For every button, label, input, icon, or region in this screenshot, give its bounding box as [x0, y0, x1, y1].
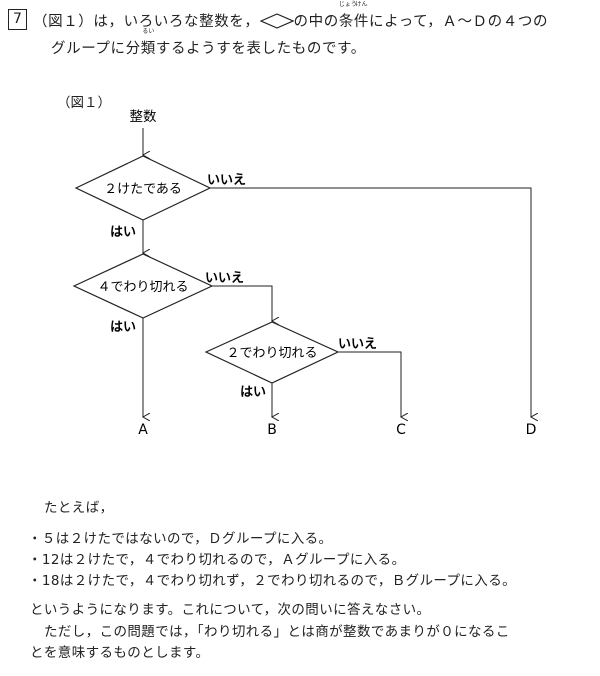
- decision-text-1: ２けたである: [104, 182, 182, 197]
- no-label-2: いいえ: [205, 271, 244, 286]
- diamond-shape-icon: [259, 13, 294, 29]
- intro-part-2: の中の: [293, 14, 339, 30]
- intro-line-2: グループに分るい類するようすを表したものです。: [33, 28, 593, 63]
- figure-label: （図１）: [57, 95, 111, 111]
- decision-text-3: ２でわり切れる: [226, 346, 317, 361]
- kanji-ken: けん件: [353, 1, 370, 30]
- output-C: C: [396, 422, 406, 438]
- example-bullet-1: ・５は２けたではないので，Ｄグループに入る。: [28, 531, 333, 547]
- yes-label-3: はい: [240, 385, 266, 400]
- output-B: B: [267, 422, 277, 438]
- closing-line-2: ただし，この問題では，「わり切れる」とは商が整数であまりが０になるこ: [44, 624, 510, 640]
- ruby-rui: るい: [142, 28, 155, 35]
- flowchart: 整数 ２けたである いいえ はい ４でわり切れる いいえ はい ２でわり切れる …: [72, 109, 600, 438]
- intro-part-3: によって，Ａ～Ｄの４つの: [369, 14, 549, 30]
- kanji-jou: じょう条: [338, 1, 357, 30]
- example-bullet-3: ・18は２けたで，４でわり切れず，２でわり切れるので，Ｂグループに入る。: [28, 573, 517, 589]
- intro-line2-a: グループに分: [51, 41, 141, 57]
- intro-text: （図１）は，いろいろな整数を， の中のじょう条けん件によって，Ａ～Ｄの４つの グル…: [33, 1, 593, 63]
- intro-part-1: （図１）は，いろいろな整数を，: [33, 14, 260, 30]
- output-A: A: [138, 422, 148, 438]
- yes-label-2: はい: [110, 320, 136, 335]
- intro-line2-b: するようすを表したものです。: [155, 41, 366, 57]
- question-number: 7: [8, 9, 27, 30]
- example-bullet-2: ・12は２けたで，４でわり切れるので，Ａグループに入る。: [28, 552, 406, 568]
- closing-line-3: とを意味するものとします。: [30, 645, 210, 661]
- output-D: D: [526, 422, 537, 438]
- no-label-3: いいえ: [338, 337, 377, 352]
- start-label: 整数: [130, 109, 157, 125]
- decision-text-2: ４でわり切れる: [97, 280, 188, 295]
- example-intro: たとえば，: [44, 500, 114, 516]
- arrow-d2-to-d3: [212, 285, 272, 321]
- yes-label-1: はい: [110, 225, 136, 240]
- no-label-1: いいえ: [207, 173, 246, 188]
- intro-line-1: （図１）は，いろいろな整数を， の中のじょう条けん件によって，Ａ～Ｄの４つの: [33, 1, 593, 36]
- ruby-jou: じょう: [338, 1, 357, 8]
- ruby-ken: けん: [355, 1, 368, 8]
- arrow-d1-to-D: [210, 187, 531, 417]
- arrow-d3-to-C: [338, 351, 401, 417]
- closing-line-1: というようになります。これについて，次の問いに答えなさい。: [30, 602, 431, 618]
- kanji-rui: るい類: [140, 28, 156, 57]
